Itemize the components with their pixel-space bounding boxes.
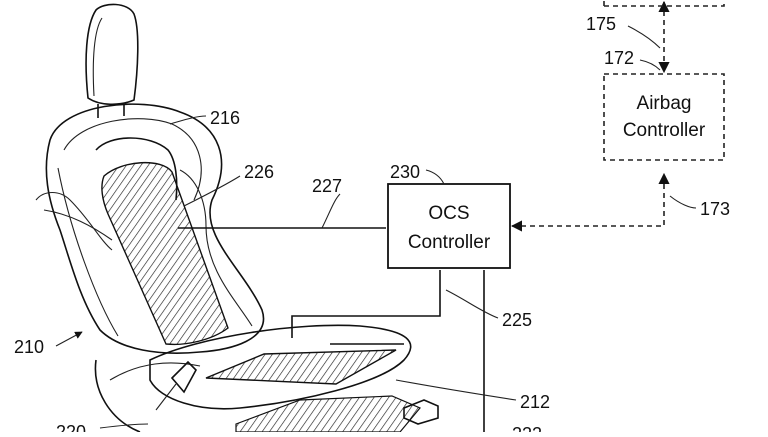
seat-cushion-sensor-mat: [205, 349, 397, 385]
ref-222: 222: [512, 424, 542, 432]
ref-173: 173: [700, 199, 730, 219]
ref-226: 226: [244, 162, 274, 182]
headrest: [85, 3, 139, 106]
ref-210: 210: [14, 337, 44, 357]
ocs-controller-line2: Controller: [408, 232, 491, 253]
airbag-controller-box: Airbag Controller: [603, 73, 725, 161]
ref-172: 172: [604, 48, 634, 68]
ref-212: 212: [520, 392, 550, 412]
seat-back: [45, 103, 265, 354]
airbag-controller-line1: Airbag: [637, 93, 692, 114]
seat-cushion: [149, 324, 412, 410]
ref-175: 175: [586, 14, 616, 34]
backrest-sensor-mat: [101, 162, 229, 346]
vehicle-seat: [35, 3, 439, 433]
ref-216: 216: [210, 108, 240, 128]
ref-227: 227: [312, 176, 342, 196]
wiring: [178, 0, 725, 432]
seat-wire-225: [291, 270, 441, 338]
ref-220: 220: [56, 422, 86, 432]
link-173: [510, 172, 670, 232]
seat-belt-buckle: [170, 360, 197, 394]
ref-230: 230: [390, 162, 420, 182]
leader-lines: [99, 25, 697, 429]
airbag-controller-line2: Controller: [623, 120, 706, 141]
ocs-controller-line1: OCS: [428, 203, 469, 224]
ref-225: 225: [502, 310, 532, 330]
ocs-controller-box: OCS Controller: [387, 183, 511, 269]
seat-frame: [235, 395, 421, 433]
